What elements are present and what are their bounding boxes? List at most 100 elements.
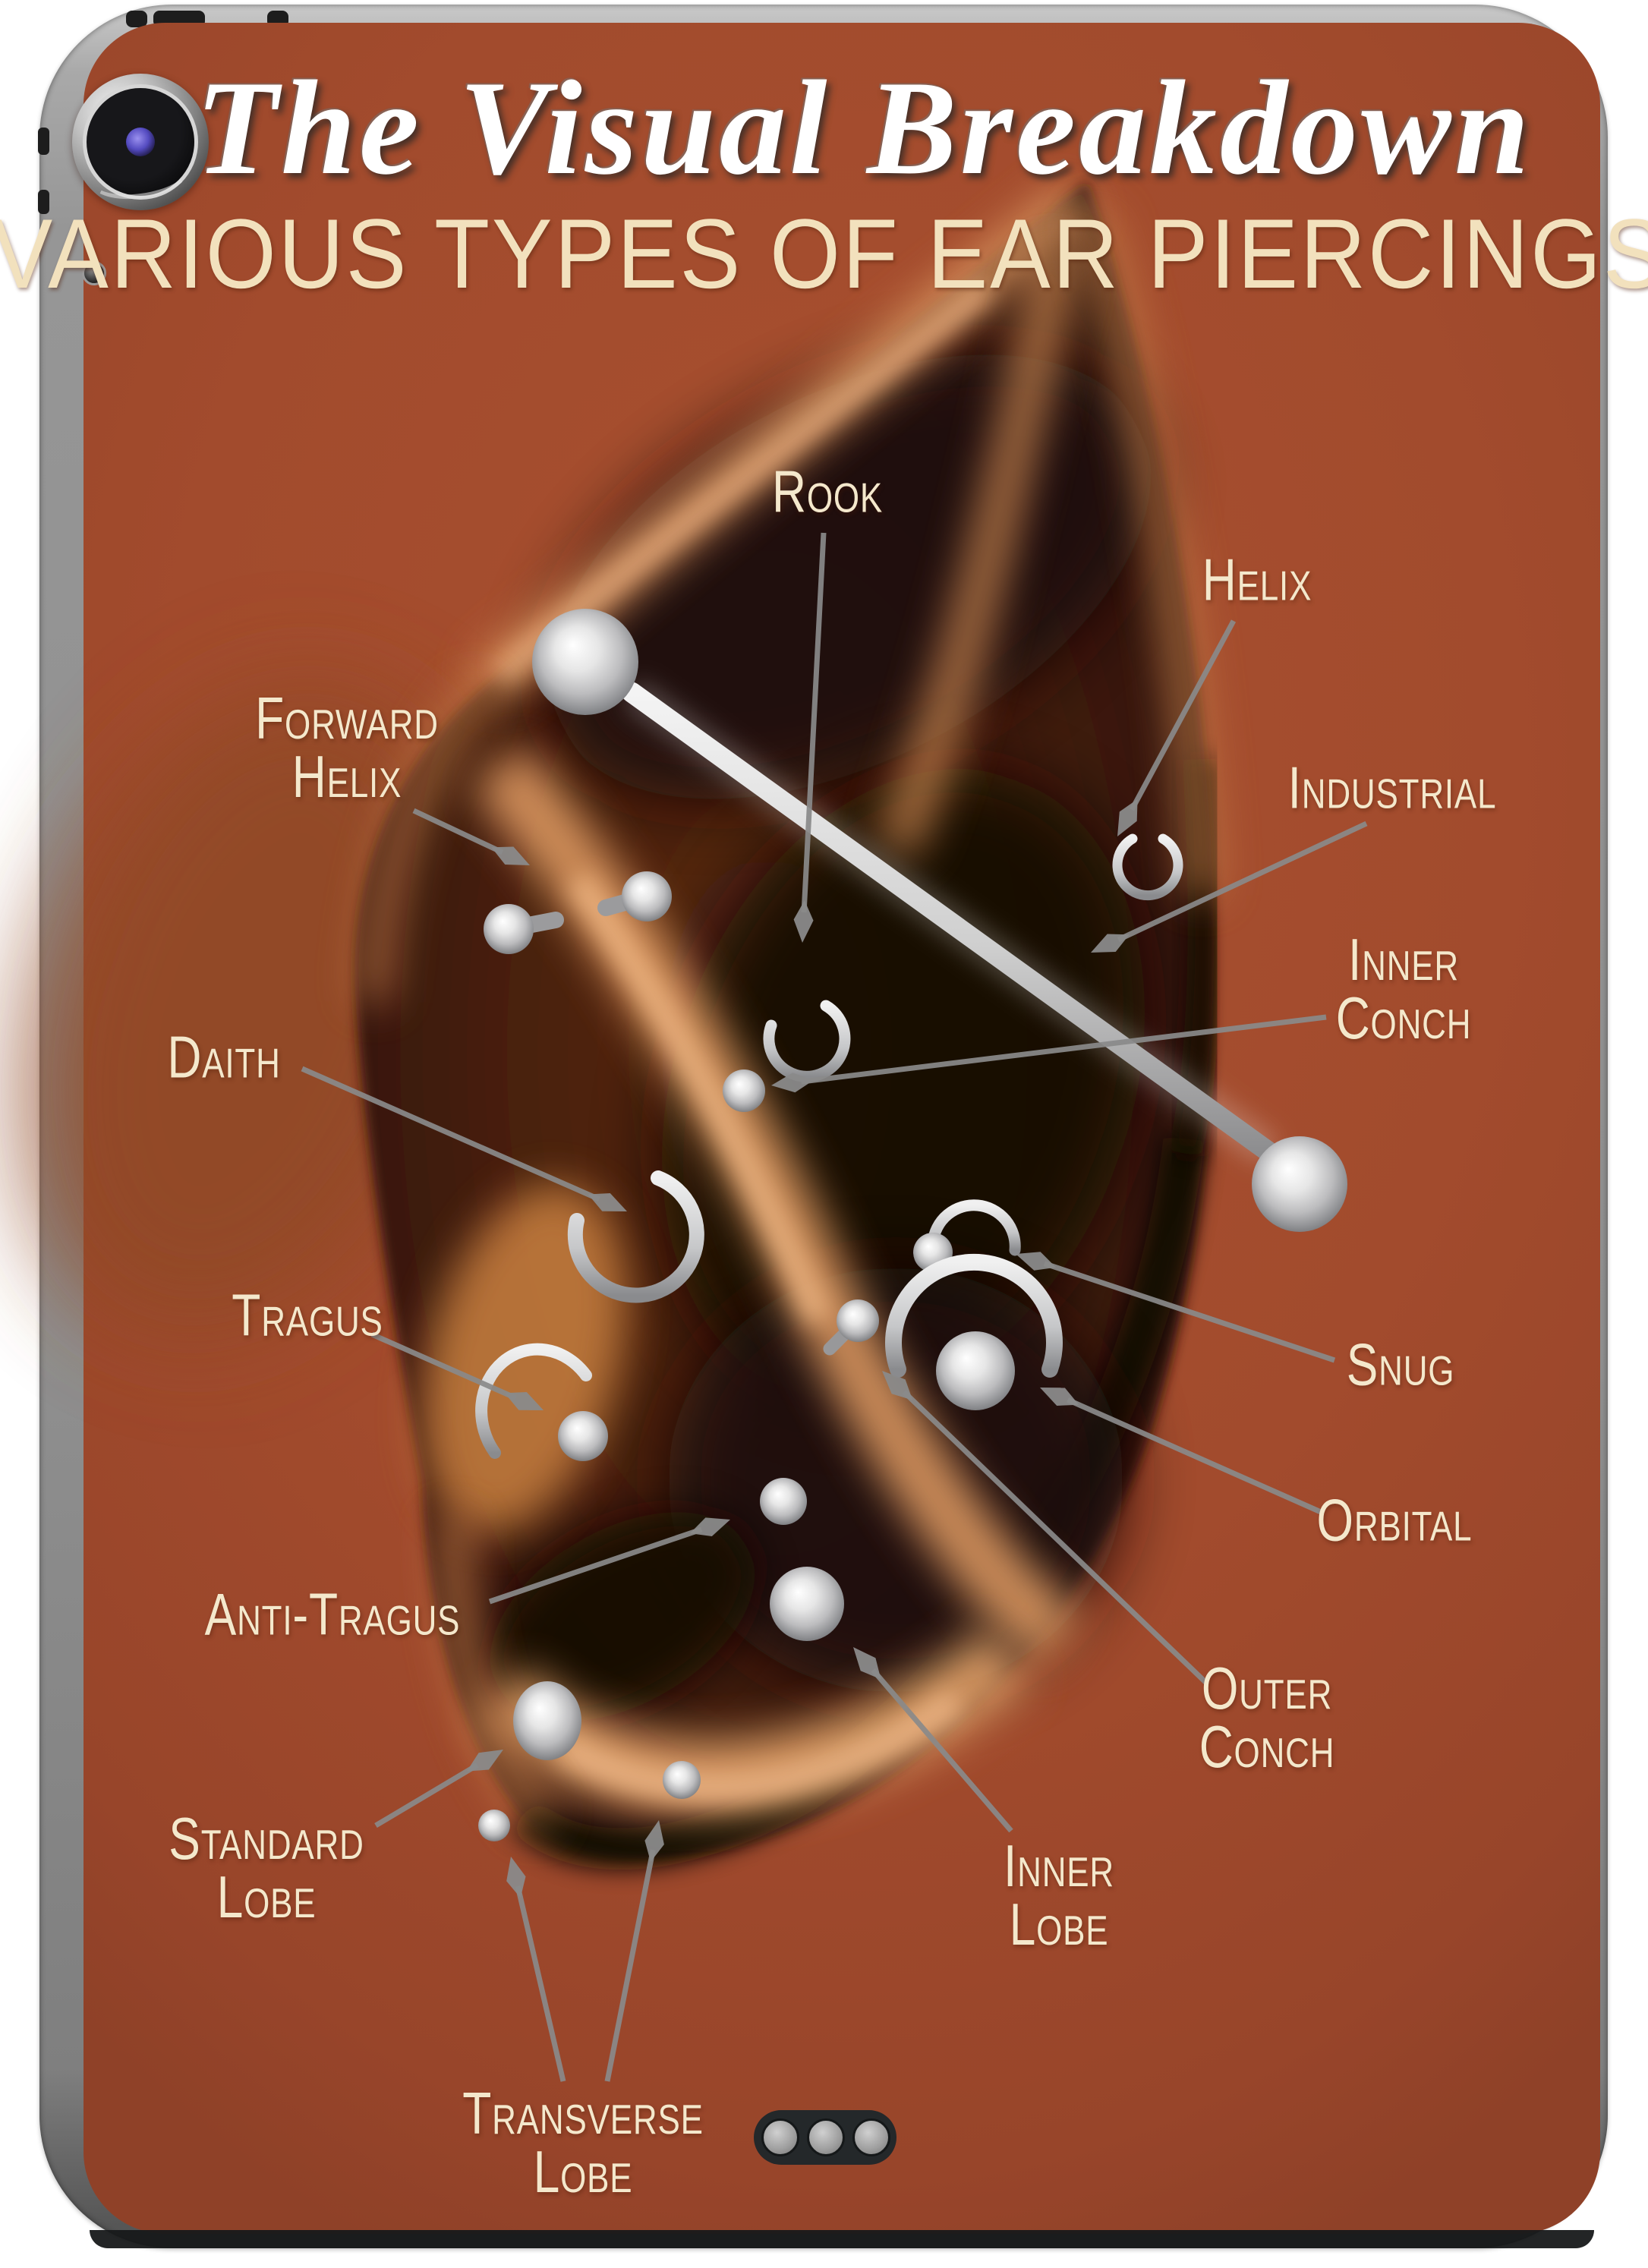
- leader-line-snug: [1043, 1261, 1336, 1363]
- arrowhead-icon: [491, 846, 530, 865]
- label-line: Conch: [1199, 1712, 1335, 1780]
- canal-shadow: [490, 1512, 755, 1721]
- arrowhead-icon: [506, 1857, 526, 1898]
- arrowhead-icon: [504, 1392, 544, 1410]
- arrowhead-icon: [882, 1371, 913, 1400]
- label-anti-tragus: Anti-Tragus: [204, 1580, 461, 1648]
- arrowhead-icon: [466, 1750, 503, 1772]
- rook-curved-barbell: [763, 1000, 851, 1082]
- forward-helix-studs: [484, 871, 672, 954]
- leader-line-tragus: [370, 1331, 517, 1401]
- label-line: Transverse: [462, 2079, 704, 2147]
- leader-line-helix: [1129, 619, 1237, 811]
- leader-line-industrial: [1117, 821, 1368, 943]
- volume-down-button-icon: [38, 190, 49, 214]
- page-subtitle: VARIOUS TYPES OF EAR PIERCINGS: [0, 198, 1648, 309]
- leader-lines: [301, 532, 1368, 2082]
- label-rook: Rook: [771, 458, 884, 525]
- leader-line-inner-lobe: [871, 1668, 1013, 1833]
- inner-lobe-stud: [770, 1567, 844, 1641]
- label-line: Lobe: [533, 2137, 633, 2205]
- leader-line-transverse-lobe: [604, 1849, 656, 2082]
- label-line: Orbital: [1316, 1486, 1473, 1554]
- label-orbital: Orbital: [1316, 1486, 1473, 1554]
- label-tragus: Tragus: [232, 1281, 383, 1349]
- top-button-icon: [126, 11, 147, 27]
- label-line: Conch: [1335, 984, 1472, 1051]
- volume-up-button-icon: [38, 128, 49, 155]
- connector-dot-icon: [807, 2118, 845, 2156]
- label-line: Inner: [1003, 1832, 1115, 1899]
- label-line: Lobe: [216, 1863, 317, 1930]
- arrowhead-icon: [1091, 934, 1130, 953]
- anti-tragus-stud: [760, 1478, 807, 1525]
- leader-line-standard-lobe: [374, 1762, 479, 1829]
- label-line: Helix: [1202, 546, 1312, 613]
- transverse-lobe-barbell-ends: [478, 1761, 701, 1841]
- arrowhead-icon: [793, 900, 814, 943]
- label-line: Inner: [1347, 925, 1459, 993]
- arrowhead-icon: [690, 1517, 730, 1536]
- label-industrial: Industrial: [1287, 754, 1497, 821]
- page-title: The Visual Breakdown: [195, 52, 1533, 203]
- inner-conch-stud: [723, 1069, 765, 1112]
- label-line: Forward: [255, 684, 439, 751]
- label-snug: Snug: [1346, 1331, 1455, 1398]
- antihelix-hot: [566, 873, 832, 1326]
- arrowhead-icon: [588, 1193, 627, 1211]
- inner-stem-highlight: [876, 245, 1079, 858]
- leader-line-rook: [801, 532, 827, 913]
- industrial-barbell: [532, 609, 1347, 1232]
- outer-conch-stud: [823, 1299, 879, 1356]
- standard-lobe-stud: [513, 1681, 581, 1760]
- mic-hole-icon: [82, 261, 106, 285]
- daith-ring: [567, 1170, 704, 1303]
- leader-line-daith: [301, 1066, 600, 1202]
- helix-ring: [1112, 833, 1183, 901]
- camera-glint-icon: [126, 128, 155, 156]
- label-line: Tragus: [232, 1281, 383, 1349]
- label-line: Snug: [1346, 1331, 1455, 1398]
- face-shadow-blob: [24, 685, 477, 1334]
- label-line: Rook: [771, 458, 884, 525]
- jewelry: [475, 609, 1347, 1841]
- left-rim: [358, 676, 497, 1003]
- label-daith: Daith: [167, 1028, 280, 1087]
- arrowhead-icon: [853, 1647, 881, 1680]
- label-helix: Helix: [1202, 546, 1312, 613]
- lobe-hot: [554, 1689, 965, 1803]
- arrowhead-icon: [644, 1820, 664, 1862]
- connector-dot-icon: [761, 2118, 799, 2156]
- label-line: Lobe: [1009, 1890, 1109, 1958]
- arrowhead-icon: [1040, 1388, 1079, 1406]
- arrowhead-icon: [771, 1073, 814, 1093]
- label-line: Industrial: [1287, 754, 1497, 821]
- leader-line-inner-conch: [801, 1014, 1327, 1085]
- label-line: Standard: [169, 1804, 364, 1872]
- right-rim: [1077, 208, 1219, 896]
- leader-line-outer-conch: [902, 1390, 1209, 1686]
- device-bottom-edge: [90, 2230, 1594, 2248]
- tragus-curved-barbell: [475, 1343, 608, 1461]
- label-line: Daith: [167, 1023, 281, 1091]
- ear-art: [24, 181, 1222, 1870]
- label-line: Outer: [1201, 1654, 1333, 1721]
- lobe-left-rim: [439, 1517, 558, 1833]
- smart-connector: [754, 2110, 896, 2165]
- leader-line-anti-tragus: [488, 1526, 703, 1605]
- leader-line-orbital: [1067, 1397, 1322, 1515]
- label-line: Anti-Tragus: [204, 1580, 461, 1648]
- arrowhead-icon: [1016, 1252, 1057, 1271]
- orbital-ring: [885, 1253, 1063, 1410]
- leader-line-transverse-lobe: [515, 1885, 566, 2082]
- arrowhead-icon: [1117, 799, 1138, 836]
- label-line: Helix: [291, 742, 402, 810]
- leader-line-forward-helix: [412, 808, 504, 855]
